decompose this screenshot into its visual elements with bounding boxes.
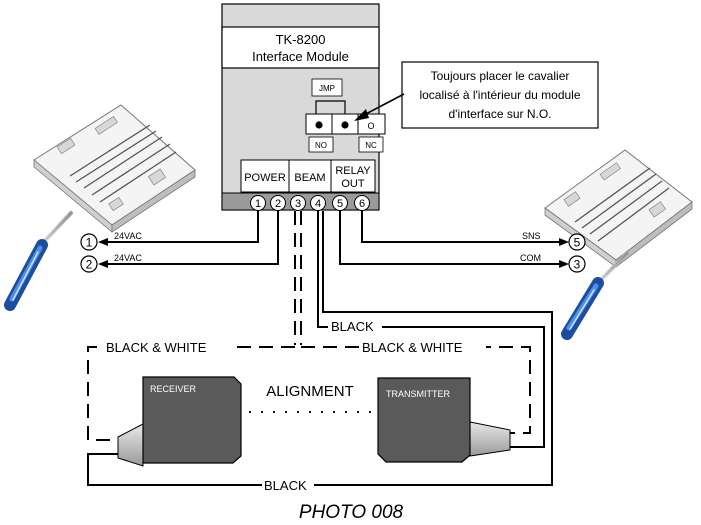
module-subtitle: Interface Module	[252, 49, 349, 64]
svg-text:1: 1	[86, 236, 93, 250]
jumper-nc-label: NC	[365, 141, 377, 150]
relay-wires: SNS COM 5 3	[339, 211, 586, 273]
jumper-label: JMP	[319, 84, 335, 93]
left-terminal-num-2	[80, 255, 98, 273]
terminal-4: 4	[310, 195, 326, 211]
jumper-no-label: NO	[315, 141, 327, 150]
terminal-group-relay: RELAY	[335, 165, 371, 177]
svg-text:5: 5	[337, 198, 343, 210]
terminal-group-out: OUT	[341, 178, 365, 190]
wire-label-bw-right: BLACK & WHITE	[362, 340, 463, 355]
svg-text:5: 5	[574, 236, 581, 250]
terminal-6: 6	[354, 195, 370, 211]
photo-caption: PHOTO 008	[299, 502, 404, 523]
callout-line-2: localisé à l'intérieur du module	[419, 88, 580, 102]
left-terminal-num-1	[80, 233, 98, 251]
right-terminal-num-3	[568, 255, 586, 273]
jumper-block: JMP O NO NC	[305, 78, 386, 153]
terminal-2: 2	[270, 195, 286, 211]
power-wires: 24VAC 24VAC 1 2	[80, 211, 279, 273]
callout-line-1: Toujours placer le cavalier	[431, 69, 570, 83]
wire-label-black-lower: BLACK	[264, 478, 307, 493]
transmitter-label: TRANSMITTER	[386, 389, 450, 399]
terminal-group-beam: BEAM	[294, 172, 325, 184]
terminal-group-power: POWER	[244, 172, 286, 184]
svg-text:3: 3	[574, 258, 581, 272]
alignment-label: ALIGNMENT	[266, 383, 354, 400]
module-title: TK-8200	[276, 32, 326, 47]
terminal-1: 1	[250, 195, 266, 211]
svg-text:2: 2	[86, 258, 93, 272]
jumper-pin-2	[341, 121, 349, 129]
left-screwdriver-image	[4, 211, 73, 311]
svg-text:6: 6	[359, 198, 365, 210]
beam-wires: BLACK BLACK & WHITE BLACK & WHITE BLACK	[87, 211, 553, 493]
right-terminal-num-5	[568, 233, 586, 251]
svg-text:4: 4	[315, 198, 321, 210]
receiver-label: RECEIVER	[150, 384, 197, 394]
receiver-unit: RECEIVER	[117, 376, 242, 467]
wire-label-24vac-top: 24VAC	[114, 231, 142, 241]
wire-label-com: COM	[520, 253, 541, 263]
terminal-5: 5	[332, 195, 348, 211]
jumper-pin-1	[315, 121, 323, 129]
svg-text:3: 3	[295, 198, 301, 210]
alignment-beam-dots	[248, 410, 372, 414]
wire-label-black-upper: BLACK	[331, 319, 374, 334]
jumper-callout: Toujours placer le cavalier localisé à l…	[354, 61, 599, 129]
wire-label-bw-left: BLACK & WHITE	[106, 340, 207, 355]
svg-text:2: 2	[275, 198, 281, 210]
transmitter-unit: TRANSMITTER	[377, 377, 511, 463]
right-screwdriver-image	[561, 251, 629, 340]
terminal-3: 3	[290, 195, 306, 211]
wire-label-sns: SNS	[522, 231, 541, 241]
right-control-board-image	[544, 149, 693, 268]
left-control-board-image	[33, 104, 196, 233]
jumper-pin-open: O	[367, 121, 374, 131]
callout-line-3: d'interface sur N.O.	[449, 107, 552, 121]
svg-text:1: 1	[255, 198, 261, 210]
wire-label-24vac-bottom: 24VAC	[114, 253, 142, 263]
interface-module: TK-8200 Interface Module JMP O NO NC POW…	[221, 3, 386, 211]
